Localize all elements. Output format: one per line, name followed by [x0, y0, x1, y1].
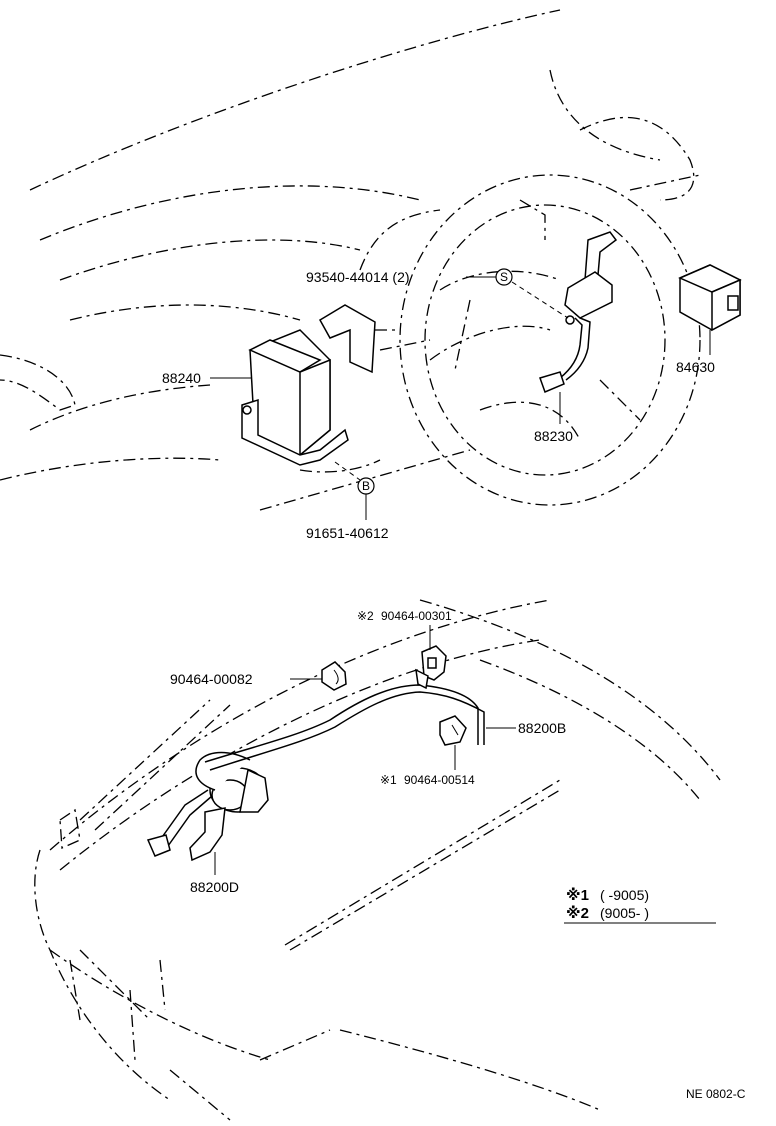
steering-wheel	[399, 174, 701, 506]
legend-mark-2: ※2	[566, 904, 589, 922]
callout-90464-00082: 90464-00082	[170, 671, 322, 687]
label-90464-00301: 90464-00301	[381, 609, 452, 623]
callout-91651: B 91651-40612	[306, 461, 389, 541]
figure-code: NE 0802-C	[686, 1087, 746, 1101]
label-88200b: 88200B	[518, 720, 566, 736]
label-84630: 84630	[676, 359, 715, 375]
part-88200b-hose	[204, 684, 485, 771]
legend-range-1: ( -9005)	[600, 887, 649, 903]
note-mark-1: ※1	[380, 773, 397, 787]
legend-mark-1: ※1	[566, 886, 589, 904]
label-90464-00082: 90464-00082	[170, 671, 253, 687]
label-93540-44014: 93540-44014 (2)	[306, 269, 410, 285]
part-88230-harness	[539, 231, 618, 393]
note-mark-2: ※2	[357, 609, 374, 623]
label-90464-00514: 90464-00514	[404, 773, 475, 787]
label-88240: 88240	[162, 370, 201, 386]
callout-88200d: 88200D	[190, 852, 239, 895]
callout-90464-00301: ※2 90464-00301	[357, 609, 452, 650]
part-84630-switch	[678, 264, 742, 332]
callout-88200b: 88200B	[486, 720, 566, 736]
callout-88230: 88230	[534, 392, 573, 444]
s-marker: S	[500, 270, 508, 284]
callout-90464-00514: ※1 90464-00514	[380, 745, 475, 787]
dashboard-outline	[0, 9, 701, 511]
label-91651-40612: 91651-40612	[306, 525, 389, 541]
part-90464-00301-clip	[415, 645, 447, 690]
callout-93540: 93540-44014 (2) S	[306, 268, 569, 319]
production-date-legend: ※1 ( -9005) ※2 (9005- )	[564, 886, 716, 924]
label-88200d: 88200D	[190, 879, 239, 895]
callout-84630: 84630	[676, 330, 715, 375]
part-90464-00514-clip	[439, 715, 467, 746]
part-88200d-motor	[146, 751, 269, 862]
part-90464-00082-clip	[321, 661, 347, 691]
callout-88240: 88240	[162, 370, 252, 386]
legend-range-2: (9005- )	[600, 905, 649, 921]
part-88240-module	[241, 304, 376, 466]
label-88230: 88230	[534, 428, 573, 444]
b-marker: B	[362, 479, 370, 493]
hood-outline	[34, 599, 721, 1121]
